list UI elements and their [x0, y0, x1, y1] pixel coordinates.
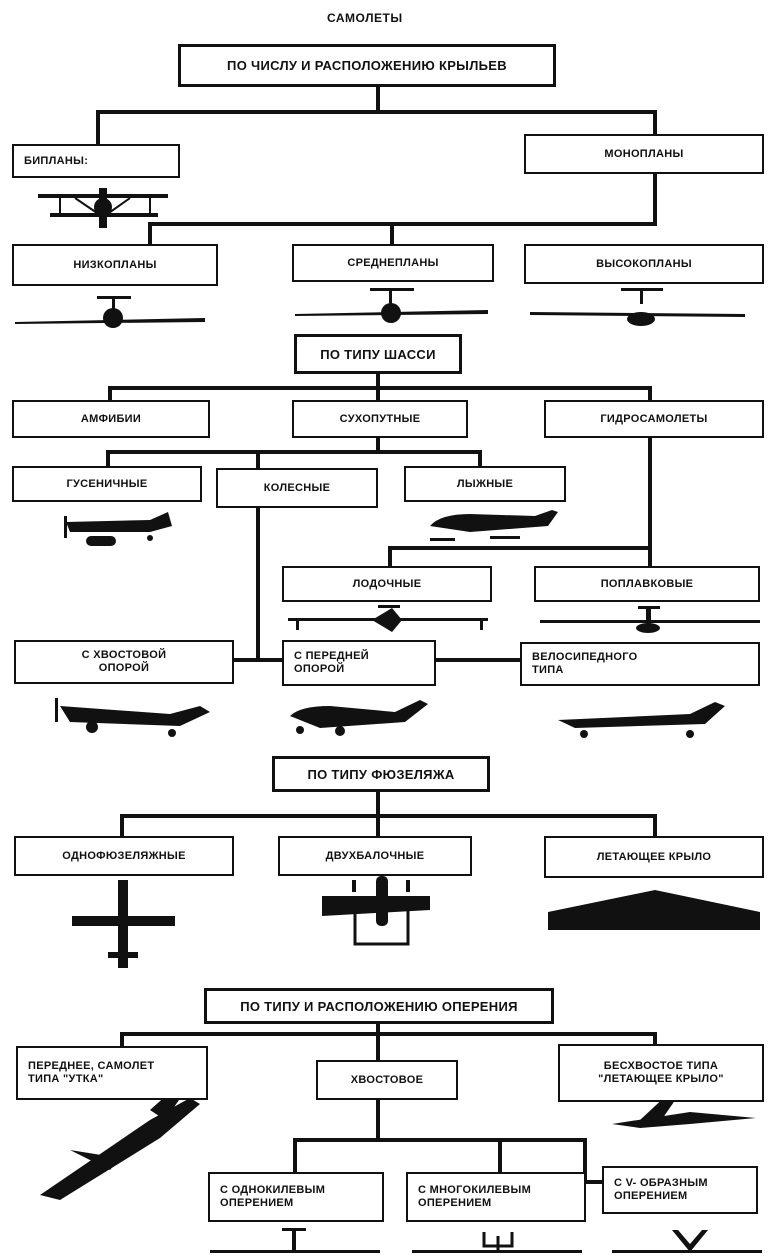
node-seaplanes: ГИДРОСАМОЛЕТЫ	[544, 400, 764, 438]
v-tail-plane-icon	[612, 1230, 762, 1253]
connector-wings	[96, 84, 657, 146]
node-v-tail: С V- ОБРАЗНЫМ ОПЕРЕНИЕМ	[602, 1166, 758, 1214]
node-mid-wing: СРЕДНЕПЛАНЫ	[292, 244, 494, 282]
node-high-wing: ВЫСОКОПЛАНЫ	[524, 244, 764, 284]
node-ski: ЛЫЖНЫЕ	[404, 466, 566, 502]
float-plane-icon	[540, 606, 760, 633]
node-monoplanes: МОНОПЛАНЫ	[524, 134, 764, 174]
high-wing-plane-icon	[530, 288, 745, 326]
connector-tail-type	[293, 1098, 604, 1184]
node-tail-type: ХВОСТОВОЕ	[316, 1060, 458, 1100]
nose-wheel-plane-icon	[290, 700, 428, 736]
mid-wing-plane-icon	[295, 288, 488, 323]
category-tail-header: ПО ТИПУ И РАСПОЛОЖЕНИЮ ОПЕРЕНИЯ	[204, 988, 554, 1024]
node-twin-boom: ДВУХБАЛОЧНЫЕ	[278, 836, 472, 876]
connector-monoplanes	[148, 172, 657, 246]
connector-seaplanes	[388, 436, 652, 568]
twin-boom-plane-icon	[322, 876, 430, 946]
connector-gear	[108, 372, 652, 402]
diagram-title: САМОЛЕТЫ	[327, 11, 403, 25]
node-multi-fin: С МНОГОКИЛЕВЫМ ОПЕРЕНИЕМ	[406, 1172, 586, 1222]
category-fuselage-header: ПО ТИПУ ФЮЗЕЛЯЖА	[272, 756, 490, 792]
category-landing-gear-header: ПО ТИПУ ШАССИ	[294, 334, 462, 374]
node-land-planes: СУХОПУТНЫЕ	[292, 400, 468, 438]
node-single-fuselage: ОДНОФЮЗЕЛЯЖНЫЕ	[14, 836, 234, 876]
connector-fuselage	[120, 790, 657, 838]
node-canard: ПЕРЕДНЕЕ, САМОЛЕТ ТИПА "УТКА"	[16, 1046, 208, 1100]
low-wing-plane-icon	[15, 296, 205, 328]
flying-boat-icon	[288, 605, 488, 632]
single-fuselage-plane-icon	[72, 880, 175, 968]
node-flying-boat: ЛОДОЧНЫЕ	[282, 566, 492, 602]
tracked-plane-icon	[64, 512, 172, 546]
node-amphibians: АМФИБИИ	[12, 400, 210, 438]
node-single-fin: С ОДНОКИЛЕВЫМ ОПЕРЕНИЕМ	[208, 1172, 384, 1222]
connector-land	[106, 436, 482, 470]
node-tailless: БЕСХВОСТОЕ ТИПА "ЛЕТАЮЩЕЕ КРЫЛО"	[558, 1044, 764, 1102]
node-float: ПОПЛАВКОВЫЕ	[534, 566, 760, 602]
node-bicycle-gear: ВЕЛОСИПЕДНОГО ТИПА	[520, 642, 760, 686]
ski-plane-icon	[430, 510, 558, 541]
node-flying-wing: ЛЕТАЮЩЕЕ КРЫЛО	[544, 836, 764, 878]
biplane-icon	[38, 188, 168, 228]
tail-wheel-plane-icon	[55, 698, 210, 737]
node-tail-wheel: С ХВОСТОВОЙ ОПОРОЙ	[14, 640, 234, 684]
multi-fin-plane-icon	[412, 1232, 582, 1253]
node-low-wing: НИЗКОПЛАНЫ	[12, 244, 218, 286]
single-fin-plane-icon	[210, 1228, 380, 1253]
node-biplanes: БИПЛАНЫ:	[12, 144, 180, 178]
node-tracked: ГУСЕНИЧНЫЕ	[12, 466, 202, 502]
node-wheeled: КОЛЕСНЫЕ	[216, 468, 378, 508]
flying-wing-plane-icon	[548, 890, 760, 930]
connector-tail	[120, 1022, 657, 1062]
category-wings-header: ПО ЧИСЛУ И РАСПОЛОЖЕНИЮ КРЫЛЬЕВ	[178, 44, 556, 87]
node-nose-wheel: С ПЕРЕДНЕЙ ОПОРОЙ	[282, 640, 436, 686]
bicycle-gear-plane-icon	[558, 702, 725, 738]
canard-plane-icon	[40, 1085, 200, 1200]
